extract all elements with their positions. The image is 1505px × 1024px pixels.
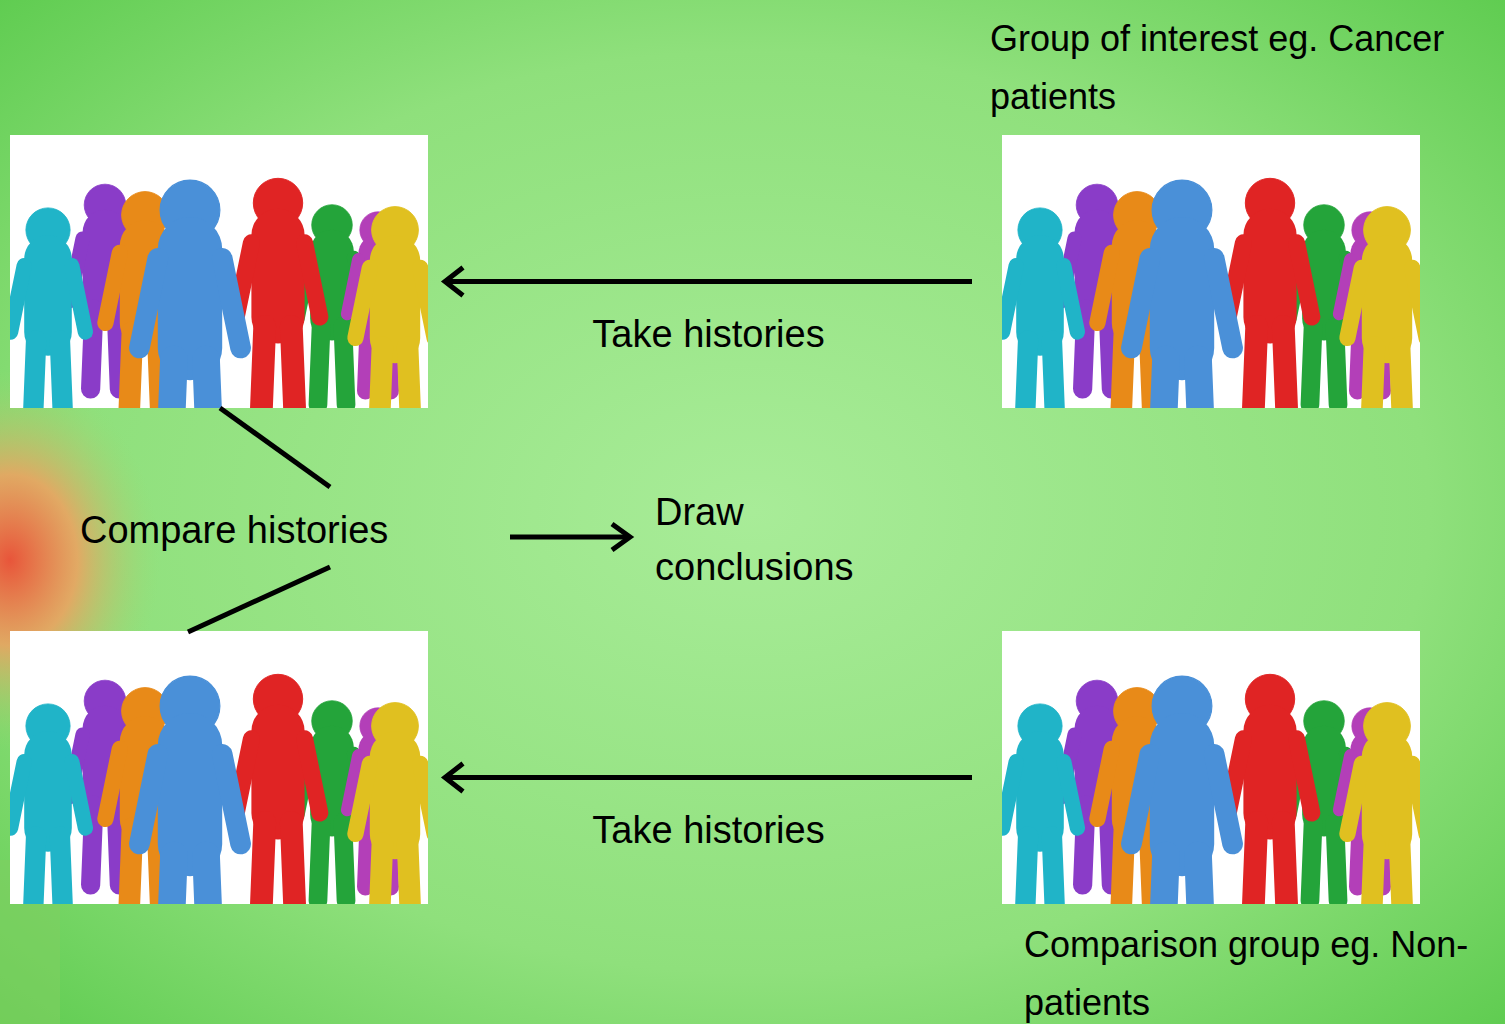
people-group: Comparison group eg. Non-patients [1002, 631, 1420, 904]
people-illustration [10, 631, 428, 904]
step-label: Compare histories [80, 503, 500, 558]
people-group [10, 135, 428, 408]
history-arrow [445, 268, 972, 296]
people-illustration [1002, 631, 1420, 904]
step-label: Draw conclusions [655, 485, 915, 595]
people-group [10, 631, 428, 904]
group-heading: Group of interest eg. Cancer patients [990, 10, 1490, 125]
edge-label: Take histories [592, 306, 824, 363]
people-illustration [10, 135, 428, 408]
group-heading: Comparison group eg. Non-patients [1024, 916, 1494, 1024]
people-group: Group of interest eg. Cancer patients [1002, 135, 1420, 408]
history-arrow [445, 764, 972, 792]
people-illustration [1002, 135, 1420, 408]
edge-label: Take histories [592, 802, 824, 859]
